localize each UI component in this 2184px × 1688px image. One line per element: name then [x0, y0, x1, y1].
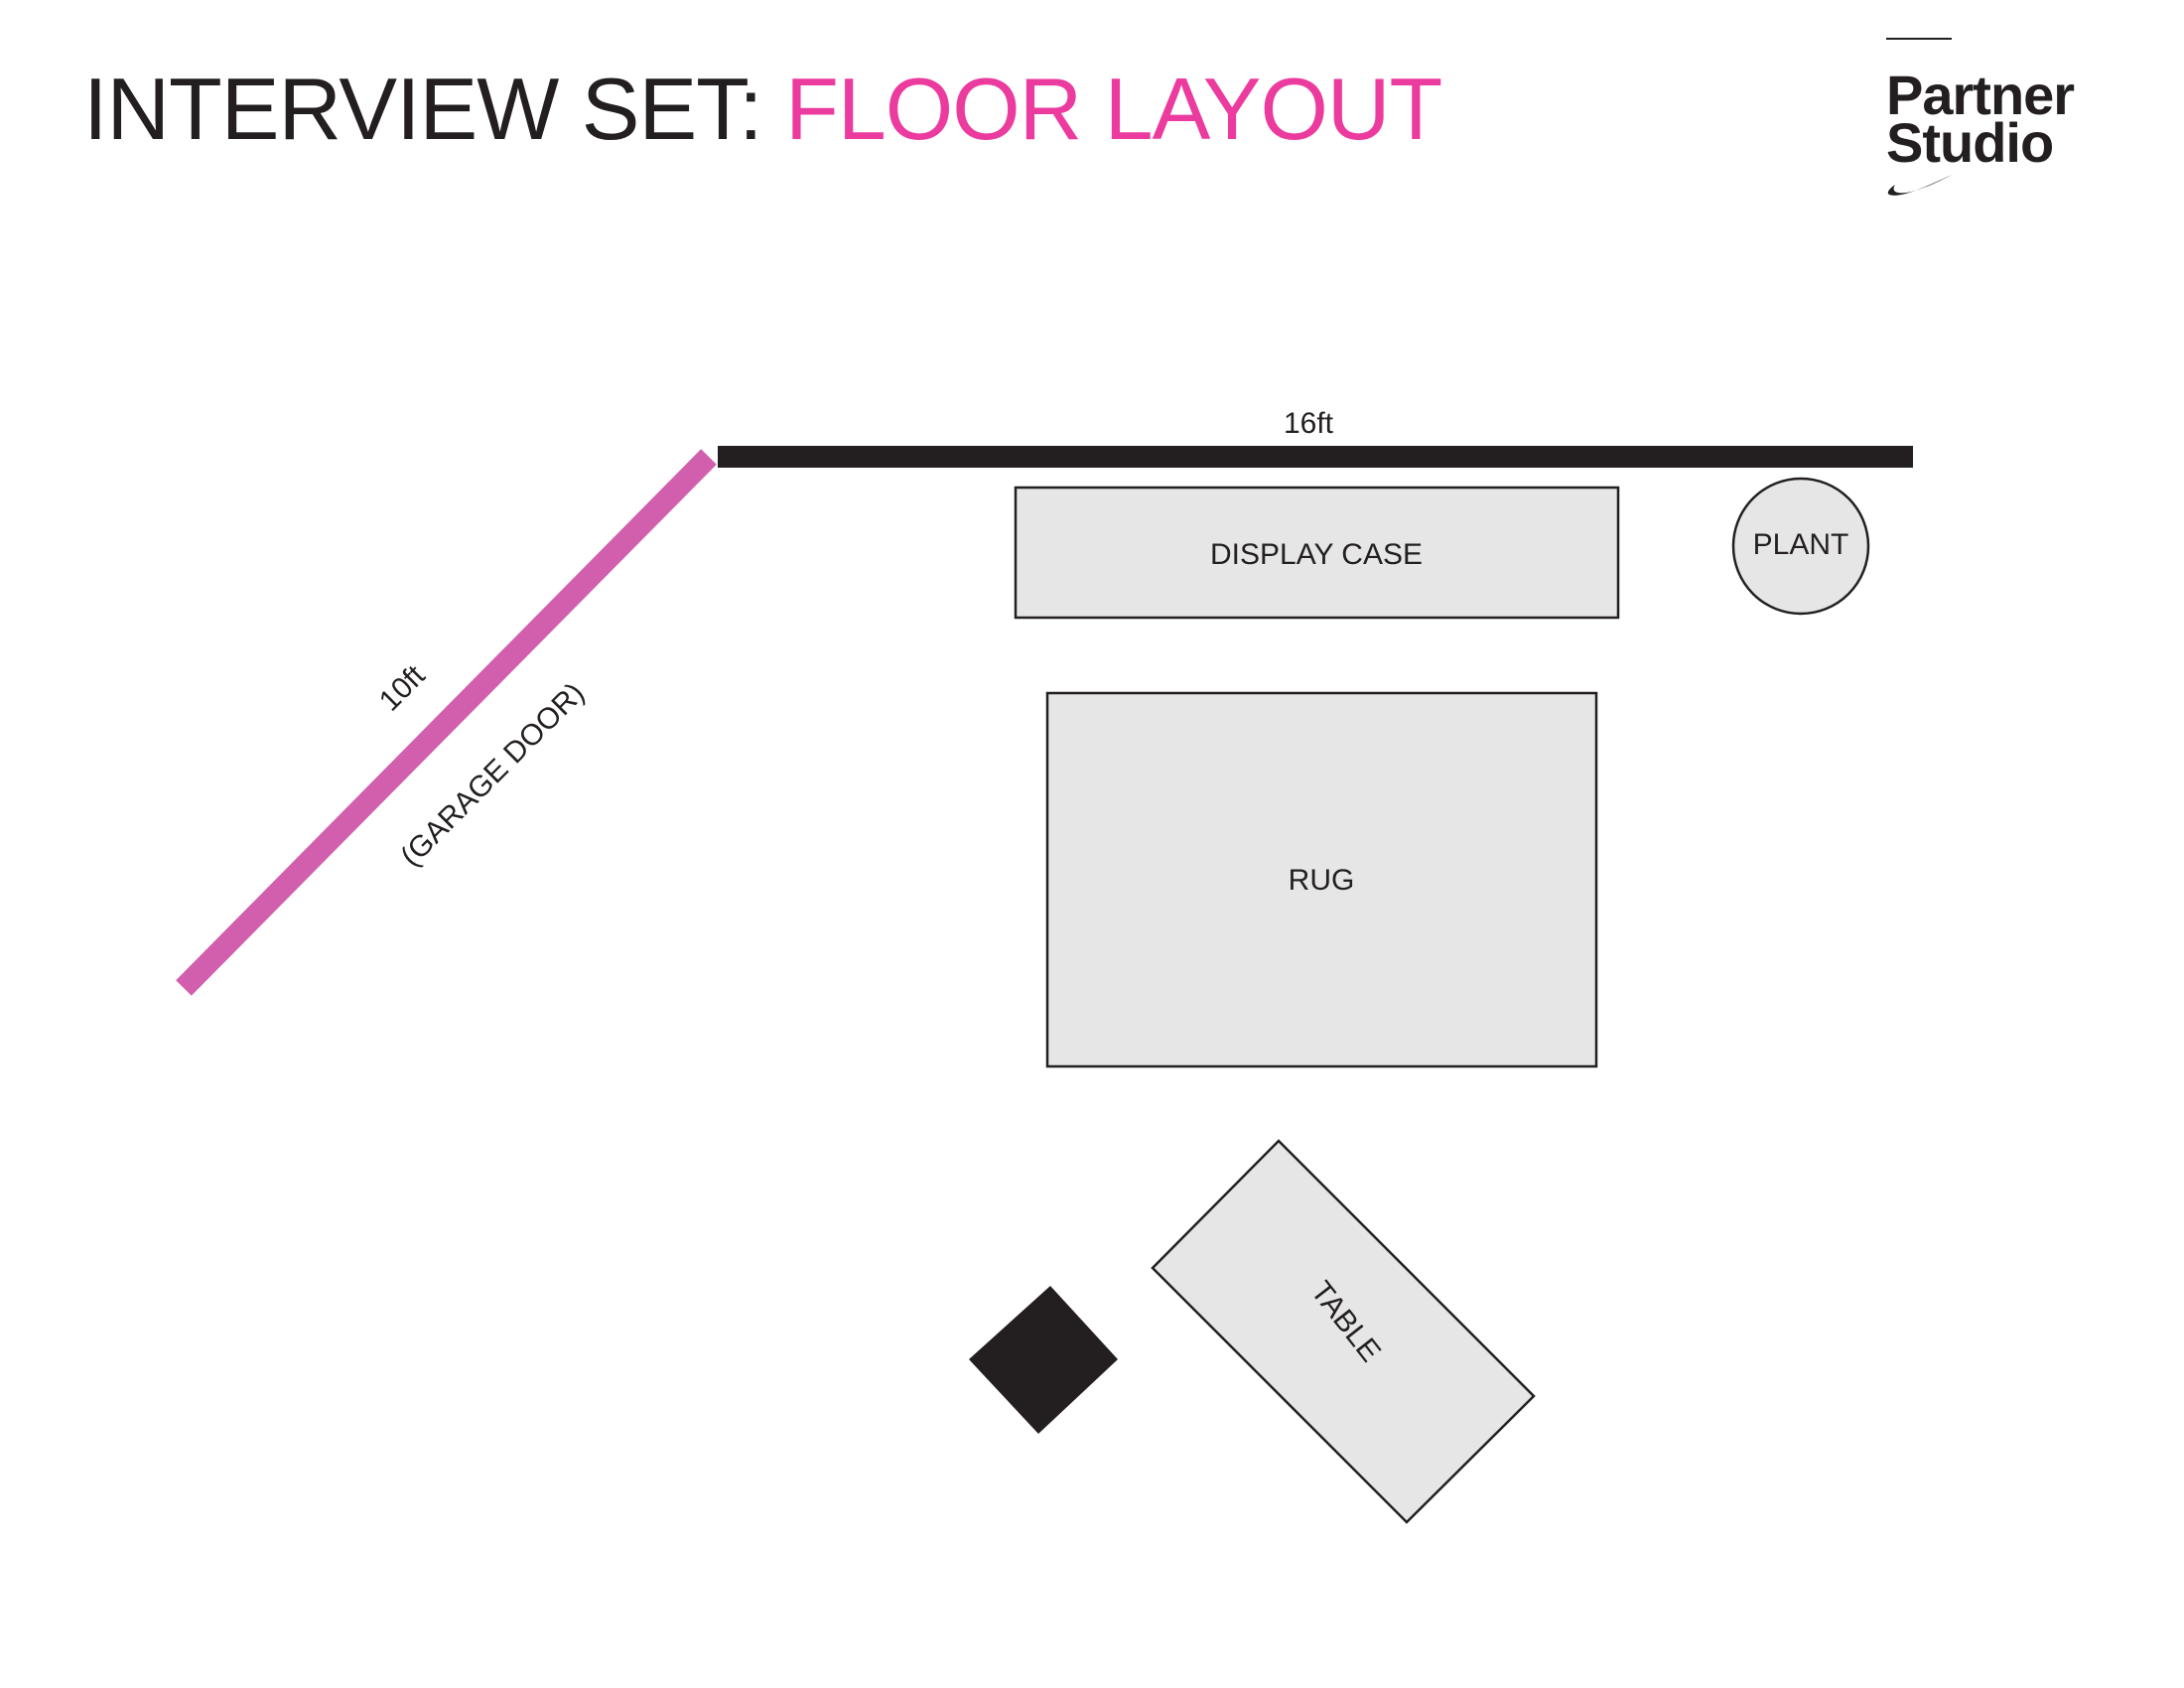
- swoosh-icon: [1887, 175, 1952, 196]
- rug: [1045, 691, 1598, 1068]
- page-title: INTERVIEW SET: FLOOR LAYOUT: [83, 50, 1442, 169]
- display-case-label: DISPLAY CASE: [1210, 538, 1423, 571]
- back-wall-length-label: 16ft: [1284, 407, 1334, 440]
- garage-door-wall: [176, 449, 717, 996]
- table: [1151, 1139, 1536, 1524]
- plant: [1731, 477, 1870, 616]
- logo-line-2: Studio: [1886, 111, 2054, 174]
- garage-door-label: (GARAGE DOOR): [394, 676, 591, 873]
- chair: [969, 1286, 1118, 1434]
- plant-label: PLANT: [1753, 528, 1849, 561]
- display-case: [1014, 486, 1620, 620]
- garage-door-length-label: 10ft: [373, 658, 432, 717]
- title-prefix: INTERVIEW SET:: [83, 60, 763, 158]
- logo-line-1: Partner: [1886, 64, 2075, 126]
- brand-logo: Partner Studio: [1886, 36, 2115, 205]
- logo-rule: [1886, 38, 1952, 40]
- title-highlight: FLOOR LAYOUT: [785, 60, 1442, 158]
- rug-label: RUG: [1289, 864, 1355, 897]
